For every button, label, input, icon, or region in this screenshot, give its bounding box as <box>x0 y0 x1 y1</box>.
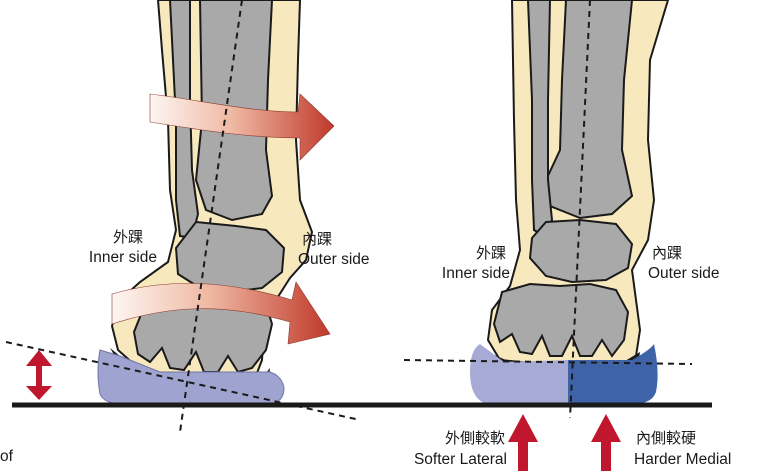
left-foot <box>98 0 312 404</box>
left-outer-label-zh: 內踝 <box>302 230 332 248</box>
right-outer-label-zh: 內踝 <box>652 244 682 262</box>
force-arrow-hard <box>591 414 621 471</box>
left-talus <box>176 222 284 292</box>
right-inner-label-en: Inner side <box>442 265 510 283</box>
right-foot <box>470 0 668 404</box>
cut-off-caption: of <box>0 448 13 466</box>
soft-lateral-label-en: Softer Lateral <box>414 451 507 469</box>
hard-medial-label-zh: 內側較硬 <box>636 429 696 447</box>
left-inner-label-zh: 外踝 <box>113 228 143 246</box>
right-outer-label-en: Outer side <box>648 265 720 283</box>
left-outer-label-en: Outer side <box>298 251 370 269</box>
right-inner-label-zh: 外踝 <box>476 244 506 262</box>
soft-lateral-label-zh: 外側較軟 <box>445 429 505 447</box>
height-difference-arrow <box>26 350 52 400</box>
force-arrow-soft <box>508 414 538 471</box>
hard-medial-label-en: Harder Medial <box>634 451 731 469</box>
right-talus <box>530 220 632 282</box>
left-inner-label-en: Inner side <box>89 249 157 267</box>
